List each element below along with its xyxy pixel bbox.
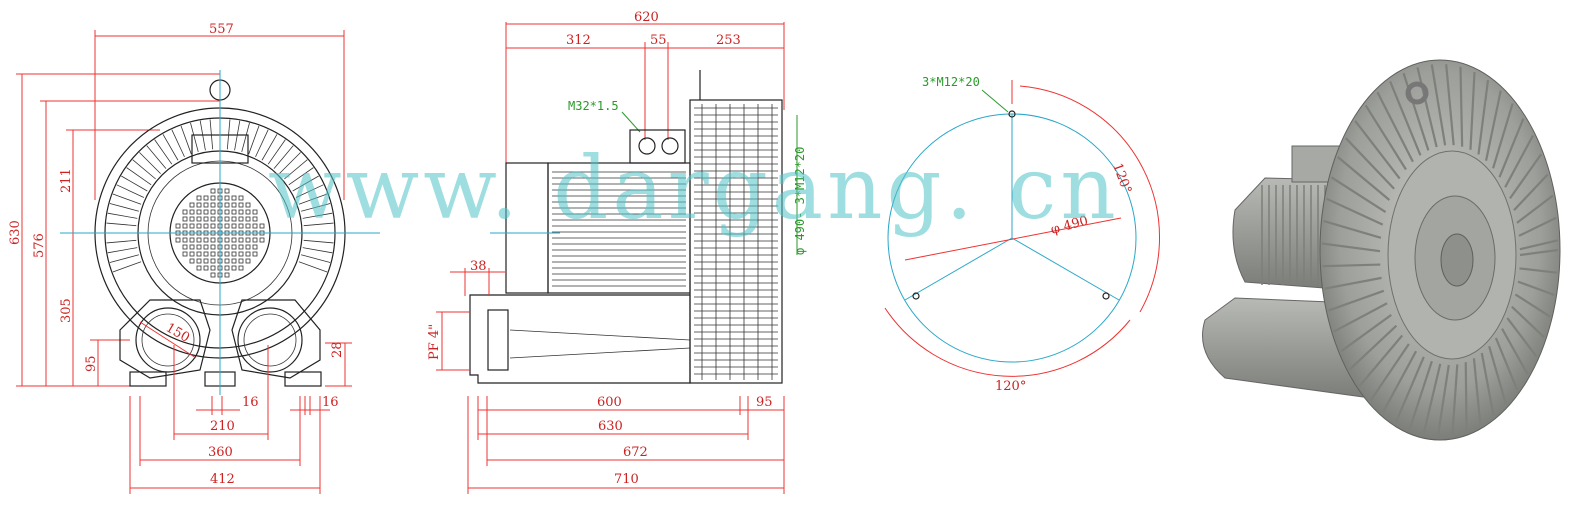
dim-557: 557 (209, 22, 234, 37)
dim-600: 600 (597, 395, 622, 410)
watermark: www. dargang. cn (268, 139, 1120, 239)
dim-312: 312 (566, 33, 591, 48)
dim-576: 576 (32, 233, 47, 258)
holes-label: 3*M12*20 (922, 75, 980, 89)
dim-28: 28 (330, 341, 345, 358)
dim-412: 412 (210, 472, 235, 487)
dim-630-side: 630 (598, 419, 623, 434)
dim-360: 360 (208, 445, 233, 460)
dim-55: 55 (650, 33, 667, 48)
bolt-circle-label: φ 490- 3*M12*20 (793, 147, 807, 255)
dim-210: 210 (210, 419, 235, 434)
dim-305: 305 (59, 298, 74, 323)
dim-253: 253 (716, 33, 741, 48)
dim-95: 95 (84, 355, 99, 372)
blower-photo (1202, 59, 1561, 441)
dim-95-side: 95 (756, 395, 773, 410)
dim-620: 620 (634, 10, 659, 25)
dim-38: 38 (470, 259, 487, 274)
dim-710: 710 (614, 472, 639, 487)
dim-16-a: 16 (242, 395, 259, 410)
dim-150: 150 (163, 320, 192, 345)
dim-211: 211 (59, 168, 74, 193)
side-view: 620 312 55 253 M32*1.5 38 PF 4" (427, 10, 807, 494)
dim-630-front: 630 (8, 220, 23, 245)
dim-672: 672 (623, 445, 648, 460)
pf-label: PF 4" (427, 324, 442, 360)
dim-16-b: 16 (322, 395, 339, 410)
angle-120-b: 120° (995, 379, 1026, 394)
thread-label: M32*1.5 (568, 99, 619, 113)
front-view: 557 630 576 211 305 95 (8, 22, 380, 494)
